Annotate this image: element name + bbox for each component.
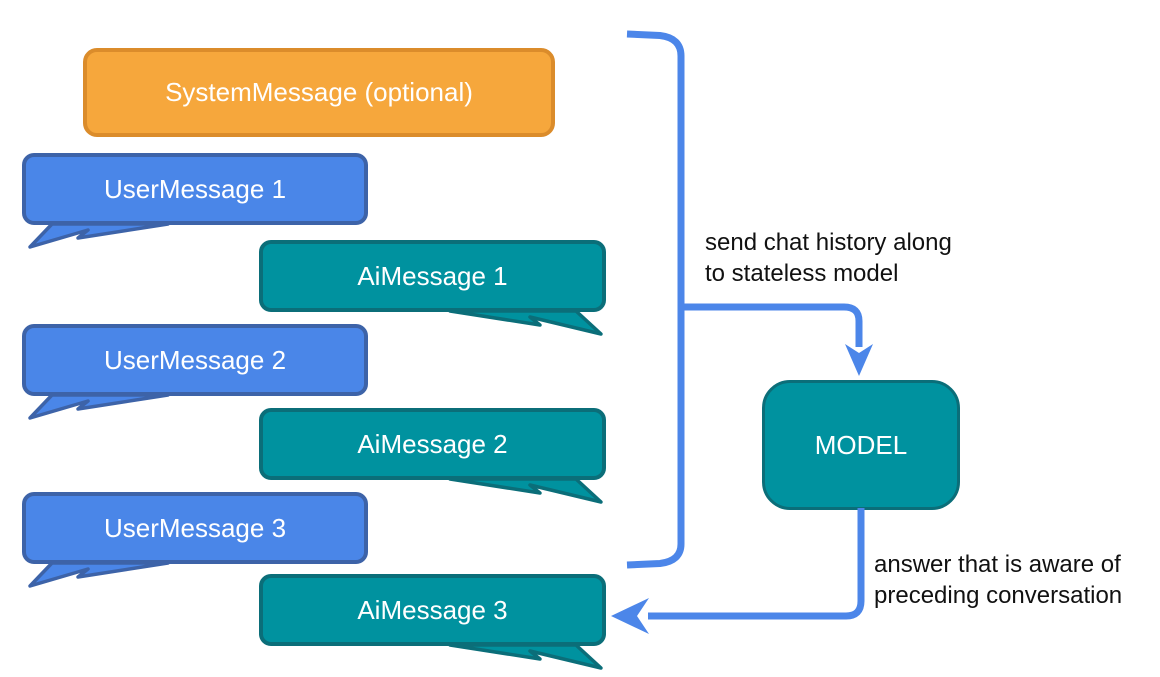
system-message-box: SystemMessage (optional) — [83, 48, 555, 137]
system-message-label: SystemMessage (optional) — [165, 77, 473, 107]
user-message-2-label: UserMessage 2 — [103, 344, 287, 375]
ai-message-1-label: AiMessage 1 — [357, 260, 508, 291]
user-message-2-box: UserMessage 2 — [22, 324, 368, 396]
annotation-send-history-line2: to stateless model — [705, 260, 899, 287]
user-message-3-label: UserMessage 3 — [103, 512, 287, 543]
send-arrow-line — [681, 303, 863, 347]
send-arrowhead-icon — [845, 344, 873, 376]
annotation-send-history-line1: send chat history along — [705, 229, 952, 256]
ai-message-3-label: AiMessage 3 — [357, 594, 508, 625]
model-label: MODEL — [814, 429, 908, 460]
user-message-3-tail — [28, 561, 170, 588]
ai-message-2-tail — [448, 477, 603, 504]
user-message-1-label: UserMessage 1 — [103, 173, 287, 204]
ai-message-3-box: AiMessage 3 — [259, 574, 606, 646]
ai-message-1-tail — [448, 309, 603, 336]
annotation-send-history: send chat history along to stateless mod… — [705, 227, 952, 289]
ai-message-3-tail — [448, 643, 603, 670]
user-message-3-box: UserMessage 3 — [22, 492, 368, 564]
answer-arrow-line — [648, 508, 865, 620]
history-bracket — [626, 30, 685, 569]
user-message-1-box: UserMessage 1 — [22, 153, 368, 225]
answer-arrowhead-icon — [611, 598, 649, 634]
annotation-answer: answer that is aware of preceding conver… — [874, 549, 1122, 611]
ai-message-2-box: AiMessage 2 — [259, 408, 606, 480]
ai-message-1-box: AiMessage 1 — [259, 240, 606, 312]
annotation-answer-line1: answer that is aware of — [874, 551, 1121, 578]
user-message-1-tail — [28, 222, 170, 249]
model-box: MODEL — [762, 380, 960, 510]
annotation-answer-line2: preceding conversation — [874, 582, 1123, 609]
user-message-2-tail — [28, 393, 170, 420]
ai-message-2-label: AiMessage 2 — [357, 428, 508, 459]
